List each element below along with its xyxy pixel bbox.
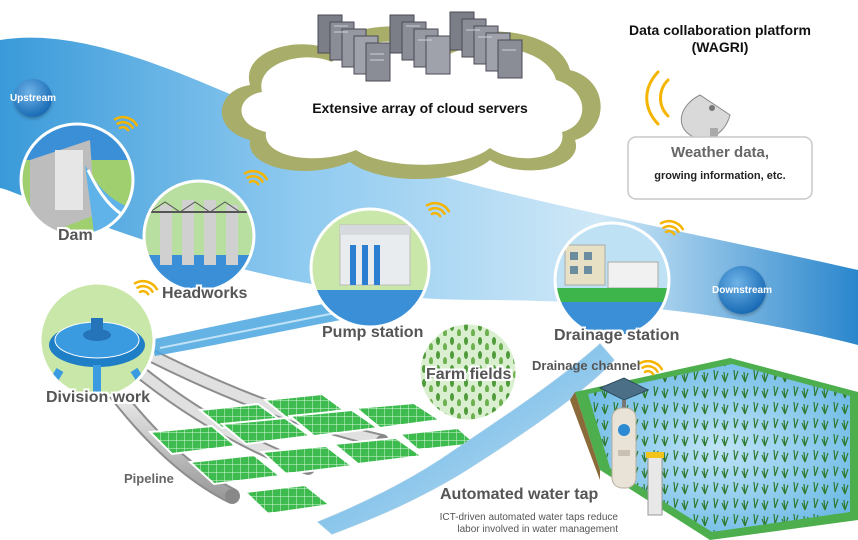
pipelines — [107, 348, 389, 504]
downstream-label: Downstream — [712, 284, 773, 296]
downstream-badge: Downstream — [712, 266, 772, 314]
platform-title-line2: (WAGRI) — [691, 39, 749, 55]
pump-station-label: Pump station — [322, 324, 424, 341]
water-tap-description: ICT-driven automated water taps reduce l… — [390, 512, 618, 536]
supply-channel — [150, 300, 352, 356]
water-tap-desc-line1: ICT-driven automated water taps reduce — [439, 512, 618, 523]
upstream-badge: Upstream — [10, 79, 56, 117]
info-line1: Weather data, — [670, 144, 770, 161]
division-work-label: Division work — [46, 389, 151, 406]
dam-illustration — [19, 122, 135, 238]
cloud-label: Extensive array of cloud servers — [312, 100, 528, 116]
division-work-illustration — [38, 281, 156, 399]
drainage-station-label: Drainage station — [554, 327, 680, 344]
info-line2: growing information, etc. — [654, 170, 786, 182]
farm-fields-label: Farm fields — [426, 366, 512, 383]
drainage-channel — [317, 343, 615, 535]
water-tap-title: Automated water tap — [440, 486, 599, 503]
farm-plots — [147, 392, 479, 516]
info-box-text: Weather data, growing information, etc. — [628, 142, 812, 188]
upstream-label: Upstream — [9, 92, 57, 104]
farm-fields-illustration — [417, 321, 519, 423]
signal-waves-icon — [645, 70, 670, 126]
platform-title-line1: Data collaboration platform — [628, 22, 812, 38]
dam-label: Dam — [58, 227, 93, 244]
platform-title: Data collaboration platform (WAGRI) — [612, 22, 828, 56]
headworks-label: Headworks — [162, 285, 248, 302]
wifi-signal-icons — [113, 115, 685, 376]
pipeline-label: Pipeline — [124, 471, 174, 486]
water-tap-device — [598, 377, 664, 516]
server-racks — [317, 11, 523, 82]
drainage-channel-label: Drainage channel — [532, 358, 641, 373]
water-tap-desc-line2: labor involved in water management — [457, 524, 618, 535]
info-box — [627, 136, 813, 200]
